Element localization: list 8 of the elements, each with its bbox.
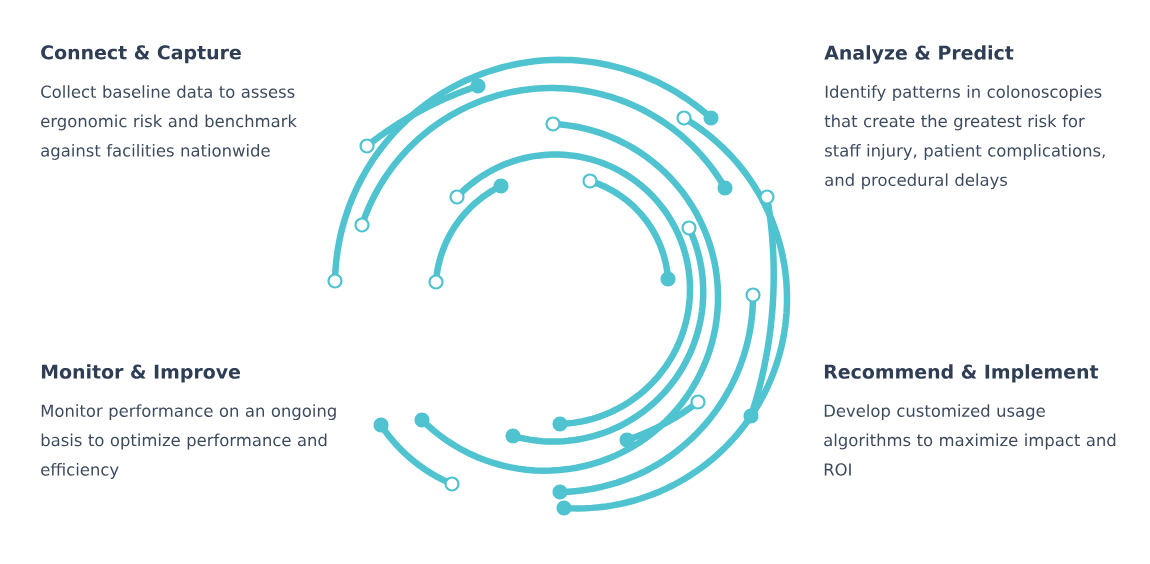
description-text: Collect baseline data to assess ergonomic risk and benchmark against facilities nationwide xyxy=(41,85,297,160)
heading: Monitor & Improve xyxy=(41,364,240,383)
description-text: Develop customized usage algorithms to maximize impact and ROI xyxy=(824,404,1116,476)
heading: Recommend & Implement xyxy=(824,364,1099,383)
description-text: Identify patterns in colonoscopies that create the greatest risk for staff injury, patient complications, and procedural delays xyxy=(824,85,1105,190)
heading: Analyze & Predict xyxy=(824,45,1014,64)
heading: Connect & Capture xyxy=(41,45,241,64)
description-text: Monitor performance on an ongoing basis to optimize performance and efficiency xyxy=(41,404,336,479)
